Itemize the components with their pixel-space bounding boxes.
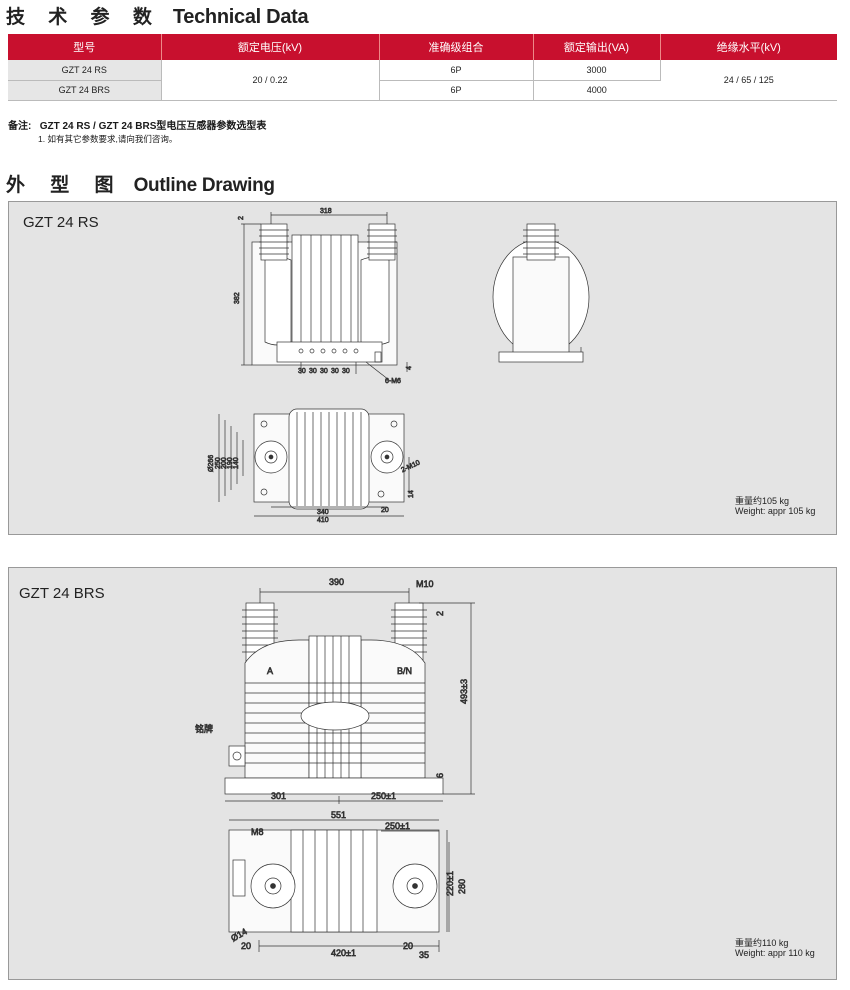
plan-view [228, 819, 450, 952]
dim-20: 20 [381, 507, 389, 514]
dim-spacing: 30 [342, 368, 350, 375]
dim-6-m6: 6-M6 [385, 378, 401, 385]
gzt24rs-drawing: 318 2 382 4 30 30 30 30 30 6-M6 [208, 208, 590, 524]
weight-info: 重量约105 kg Weight: appr 105 kg [735, 496, 815, 516]
header-voltage: 额定电压(kV) [161, 34, 380, 60]
terminal-bn: B/N [397, 666, 412, 676]
technical-data-heading-en: Technical Data [172, 6, 309, 28]
cell-insulation: 24 / 65 / 125 [660, 60, 837, 101]
weight-cn: 重量约105 kg [735, 496, 790, 506]
outline-heading-cn: 外 型 图 [6, 175, 124, 196]
weight-cn: 重量约110 kg [735, 938, 789, 948]
dim-280: 280 [457, 879, 467, 894]
dim-14: 14 [408, 490, 415, 498]
header-output: 额定输出(VA) [533, 34, 661, 60]
technical-data-heading: 技 术 参 数 Technical Data [6, 2, 309, 28]
dim-250-top: 250±1 [385, 821, 410, 831]
terminal-a: A [267, 666, 273, 676]
dim-2: 2 [435, 611, 445, 616]
note-title: GZT 24 RS / GZT 24 BRS型电压互感器参数选型表 [39, 121, 267, 132]
plan-view [218, 408, 410, 517]
dim-250: 250 [215, 457, 222, 469]
table-header-row: 型号 额定电压(kV) 准确级组合 额定输出(VA) 绝缘水平(kV) [8, 34, 837, 60]
header-model: 型号 [8, 34, 162, 60]
dim-190: 190 [227, 457, 234, 469]
panel-gzt24rs: GZT 24 RS 318 2 382 4 [8, 201, 837, 535]
panel-gzt24brs: GZT 24 BRS 390 M10 2 493±3 A B/N 铭牌 6 30… [8, 567, 837, 980]
dim-20-left: 20 [241, 941, 251, 951]
front-view [241, 212, 408, 381]
cell-accuracy: 6P [379, 60, 534, 81]
gzt24brs-drawing: 390 M10 2 493±3 A B/N 铭牌 6 301 250±1 551… [195, 577, 475, 960]
weight-en: Weight: appr 110 kg [735, 948, 815, 958]
note-label: 备注: [8, 121, 32, 132]
nameplate-label: 铭牌 [195, 723, 213, 734]
dim-340: 340 [317, 509, 329, 516]
dim-2: 2 [238, 216, 245, 220]
front-view [224, 588, 475, 804]
cell-model: GZT 24 RS [8, 60, 162, 81]
table-note: 备注: GZT 24 RS / GZT 24 BRS型电压互感器参数选型表 1.… [8, 117, 266, 145]
dim-20-right: 20 [403, 941, 413, 951]
outline-heading-en: Outline Drawing [133, 175, 275, 196]
dim-m8: M8 [251, 827, 264, 837]
cell-output: 4000 [533, 80, 660, 101]
dim-382: 382 [234, 292, 241, 304]
dim-m10: M10 [416, 579, 434, 589]
weight-info: 重量约110 kg Weight: appr 110 kg [735, 938, 815, 958]
panel-title: GZT 24 RS [23, 214, 99, 231]
dim-410: 410 [317, 517, 329, 524]
table-row: GZT 24 RS 20 / 0.22 6P 3000 24 / 65 / 12… [8, 60, 837, 101]
table-row: GZT 24 BRS 6P 4000 [8, 80, 837, 101]
panel-title: GZT 24 BRS [19, 585, 105, 602]
technical-data-heading-cn: 技 术 参 数 [6, 7, 161, 28]
side-view [492, 223, 590, 363]
dim-35: 35 [419, 950, 429, 960]
header-accuracy: 准确级组合 [379, 34, 534, 60]
outline-drawing-heading: 外 型 图 Outline Drawing [6, 170, 275, 197]
cell-output: 3000 [533, 60, 661, 81]
dim-220: 220±1 [445, 871, 455, 896]
dim-390: 390 [329, 577, 344, 587]
spec-table: 型号 额定电压(kV) 准确级组合 额定输出(VA) 绝缘水平(kV) GZT … [8, 34, 837, 101]
dim-420: 420±1 [331, 948, 356, 958]
weight-en: Weight: appr 105 kg [735, 506, 816, 516]
dim-4: 4 [406, 366, 413, 370]
cell-voltage: 20 / 0.22 [161, 60, 380, 101]
dim-551: 551 [331, 810, 346, 820]
dim-spacing: 30 [331, 368, 339, 375]
dim-spacing: 30 [309, 368, 317, 375]
cell-accuracy: 6P [379, 80, 534, 101]
dim-318: 318 [320, 208, 332, 215]
dim-493: 493±3 [459, 679, 469, 704]
dim-200: 200 [221, 457, 228, 469]
dim-spacing: 30 [320, 368, 328, 375]
dim-6: 6 [435, 773, 445, 778]
dim-250: 250±1 [371, 791, 396, 801]
dim-spacing: 30 [298, 368, 306, 375]
cell-model: GZT 24 BRS [8, 80, 162, 101]
dim-140: 140 [233, 457, 240, 469]
dim-266: Ø266 [208, 455, 215, 472]
header-insulation: 绝缘水平(kV) [660, 34, 837, 60]
note-item: 1. 如有其它参数要求,请向我们咨询。 [38, 134, 178, 144]
dim-301: 301 [271, 791, 286, 801]
